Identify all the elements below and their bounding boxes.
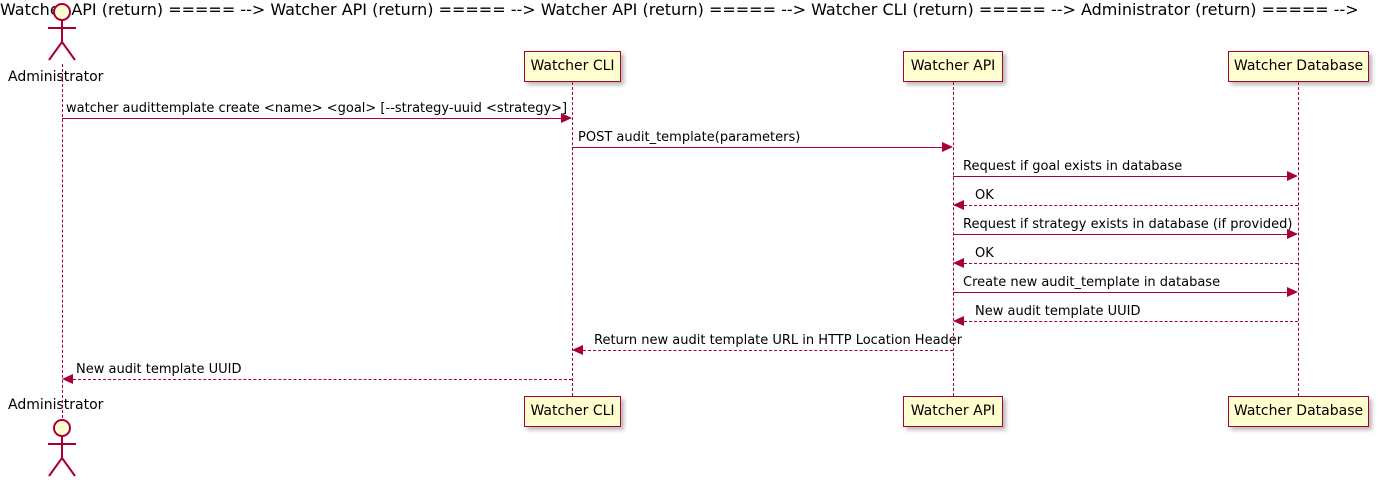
actor-figure-icon: [48, 419, 76, 477]
message-arrowhead-4: [953, 200, 964, 210]
lifeline-watcher-cli: [572, 82, 573, 396]
message-label-4: OK: [975, 188, 994, 203]
actor-administrator-top: [38, 2, 86, 64]
participant-box-watcher-api-bottom[interactable]: Watcher API: [903, 396, 1003, 427]
message-label-2: POST audit_template(parameters): [578, 130, 801, 145]
message-arrowhead-5: [1287, 229, 1298, 239]
message-label-1: watcher audittemplate create <name> <goa…: [66, 101, 568, 116]
message-arrowhead-7: [1287, 287, 1298, 297]
actor-administrator-bottom: [38, 418, 86, 480]
message-arrowhead-3: [1287, 171, 1298, 181]
message-line-7: [953, 292, 1287, 293]
message-line-9: [583, 350, 953, 351]
message-label-6: OK: [975, 246, 994, 261]
participant-box-watcher-database-top[interactable]: Watcher Database: [1228, 51, 1369, 82]
message-line-8: [964, 321, 1298, 322]
message-line-6: [964, 263, 1298, 264]
lifeline-watcher-database: [1298, 82, 1299, 396]
actor-label-administrator-bottom: Administrator: [8, 397, 104, 413]
message-line-10: [73, 379, 572, 380]
message-line-1: [62, 118, 561, 119]
message-label-9: Return new audit template URL in HTTP Lo…: [594, 333, 963, 348]
message-line-5: [953, 234, 1287, 235]
participant-box-watcher-database-bottom[interactable]: Watcher Database: [1228, 396, 1369, 427]
message-arrowhead-10: [62, 374, 73, 384]
participant-box-watcher-cli-top[interactable]: Watcher CLI: [524, 51, 621, 82]
message-label-5: Request if strategy exists in database (…: [963, 217, 1293, 232]
message-arrowhead-2: [942, 142, 953, 152]
message-label-3: Request if goal exists in database: [963, 159, 1183, 174]
message-arrowhead-6: [953, 258, 964, 268]
message-label-10: New audit template UUID: [76, 362, 242, 377]
message-line-3: [953, 176, 1287, 177]
participant-box-watcher-cli-bottom[interactable]: Watcher CLI: [524, 396, 621, 427]
actor-figure-icon: [48, 3, 76, 61]
actor-label-administrator-top: Administrator: [8, 69, 104, 85]
lifeline-watcher-api: [953, 82, 954, 396]
message-arrowhead-8: [953, 316, 964, 326]
lifeline-administrator: [62, 64, 63, 418]
message-label-8: New audit template UUID: [975, 304, 1141, 319]
message-label-7: Create new audit_template in database: [963, 275, 1221, 290]
message-line-4: [964, 205, 1298, 206]
message-arrowhead-1: [561, 113, 572, 123]
message-arrowhead-9: [572, 345, 583, 355]
message-line-2: [572, 147, 942, 148]
participant-box-watcher-api-top[interactable]: Watcher API: [903, 51, 1003, 82]
